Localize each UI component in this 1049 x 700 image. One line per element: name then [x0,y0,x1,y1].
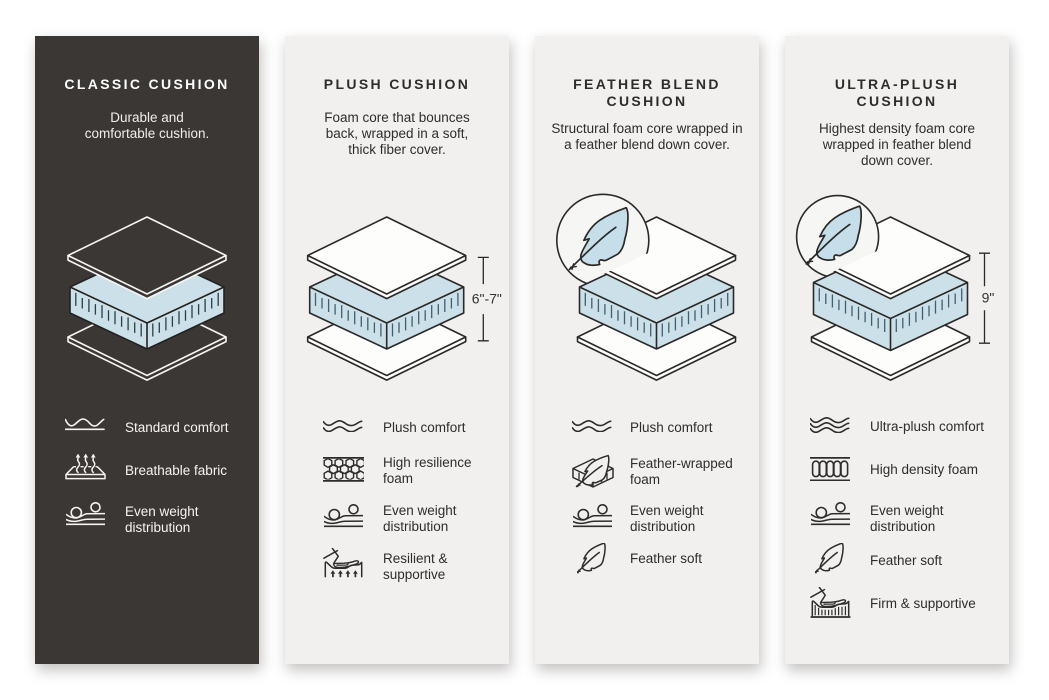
svg-text:6"-7": 6"-7" [472,291,502,307]
svg-text:9": 9" [982,290,995,306]
